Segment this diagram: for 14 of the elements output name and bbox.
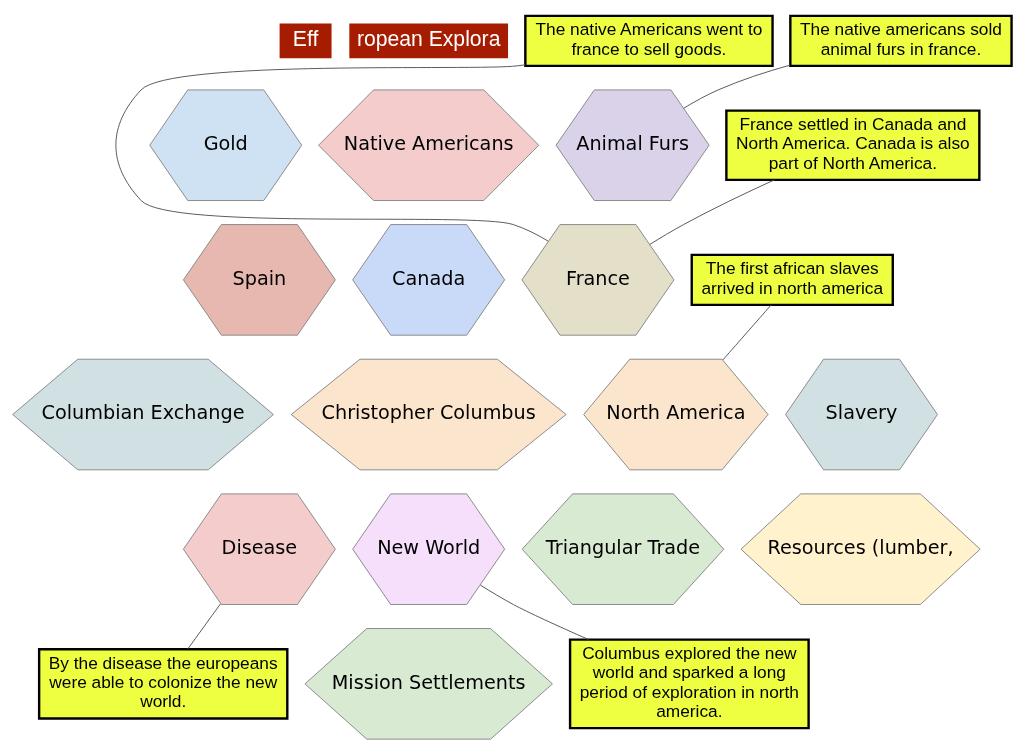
- connector: [479, 584, 589, 640]
- connector: [115, 64, 549, 242]
- node-box: France settled in Canada and North America. Canada is also part of North America.: [725, 109, 981, 182]
- connector: [683, 64, 791, 109]
- node-box: Columbus explored the new world and sparked a long period of exploration in north america.: [568, 638, 810, 730]
- label: ropean Explora: [356, 27, 501, 51]
- node-box: The first african slaves arrived in north america: [690, 253, 894, 307]
- node-box: By the disease the europeans were able to colonize the new world.: [37, 648, 289, 720]
- label: Eff: [292, 27, 319, 51]
- node-box: The native americans sold animal furs in france.: [789, 14, 1013, 68]
- connector: [649, 179, 775, 245]
- node-box: The native Americans went to france to sell goods.: [524, 14, 774, 68]
- connector: [722, 304, 772, 361]
- connector: [187, 603, 222, 650]
